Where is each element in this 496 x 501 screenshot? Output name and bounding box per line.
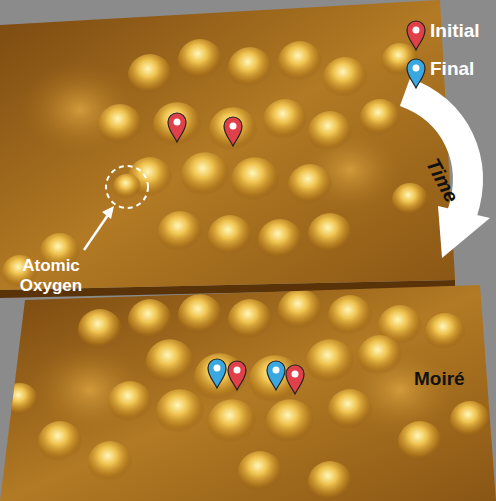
atom-bump (208, 215, 252, 257)
atom-bump (360, 99, 400, 137)
location-pin (228, 361, 246, 390)
atom-bump (278, 289, 322, 331)
atom-bump (88, 441, 132, 483)
pin-dot (230, 123, 237, 130)
pin-shape (208, 359, 226, 388)
atom-bump (228, 47, 272, 89)
pin-shape (286, 365, 304, 394)
pin-dot (174, 119, 181, 126)
highlight-circle (106, 166, 148, 208)
atom-bump (308, 213, 352, 255)
pin-shape (407, 59, 425, 88)
atom-bump (231, 157, 279, 203)
atom-bump (158, 211, 202, 253)
stm-surface (0, 0, 455, 290)
atom-bump (2, 383, 38, 417)
atom-bump (263, 99, 307, 141)
pin-shape (267, 361, 285, 390)
location-pin (407, 21, 425, 50)
atom-bump (238, 451, 282, 493)
location-pin (267, 361, 285, 390)
atom-bump (78, 309, 122, 351)
location-pin (168, 113, 186, 142)
pin-dot (292, 371, 299, 378)
atom-bump (425, 313, 465, 351)
atom-bump (128, 299, 172, 341)
location-pin (286, 365, 304, 394)
atom-bump (266, 399, 314, 445)
atom-bump (108, 381, 152, 423)
time-arrowhead (438, 206, 490, 258)
pin-dot (234, 367, 241, 374)
atom-bump (258, 219, 302, 261)
atom-bump (228, 299, 272, 341)
atom-bump (323, 57, 367, 99)
atom-bump (181, 152, 229, 198)
atom-bump (209, 107, 257, 153)
atom-bump (208, 399, 256, 445)
atom-bump (308, 461, 352, 501)
pin-dot (214, 365, 221, 372)
atom-bump (392, 183, 428, 217)
annotation-label: Atomic Oxygen (14, 256, 88, 295)
atom-bump (194, 353, 246, 402)
pin-dot (413, 27, 420, 34)
atom-bump (156, 389, 204, 435)
location-pin (224, 117, 242, 146)
atom-bump (178, 39, 222, 81)
location-pin (407, 59, 425, 88)
pin-shape (224, 117, 242, 146)
pin-shape (168, 113, 186, 142)
atom-bump (328, 295, 372, 337)
atom-bump (153, 102, 201, 148)
atom-bump (178, 294, 222, 336)
atom-bump (306, 339, 354, 385)
stm-surface (0, 285, 496, 501)
arrowhead (102, 206, 114, 219)
atom-bump (288, 164, 332, 206)
pin-dot (413, 65, 420, 72)
pin-shape (228, 361, 246, 390)
atom-bump (146, 339, 194, 385)
atom-bump (308, 111, 352, 153)
atom-bump (128, 54, 172, 96)
pin-dot (273, 367, 280, 374)
atom-bump (398, 421, 442, 463)
leader-line (84, 212, 110, 250)
atom-bump (38, 421, 82, 463)
legend-text: Final (430, 58, 474, 80)
atom-bump (358, 335, 402, 377)
atom-bump (278, 41, 322, 83)
location-pin (208, 359, 226, 388)
atom-bump (450, 401, 490, 439)
legend-text: Initial (430, 20, 480, 42)
time-arrow (405, 92, 468, 214)
atom-bump (98, 104, 142, 146)
pin-shape (407, 21, 425, 50)
atom-bump (328, 389, 372, 431)
region-label: Moiré (414, 368, 465, 390)
atom-bump (113, 174, 141, 201)
